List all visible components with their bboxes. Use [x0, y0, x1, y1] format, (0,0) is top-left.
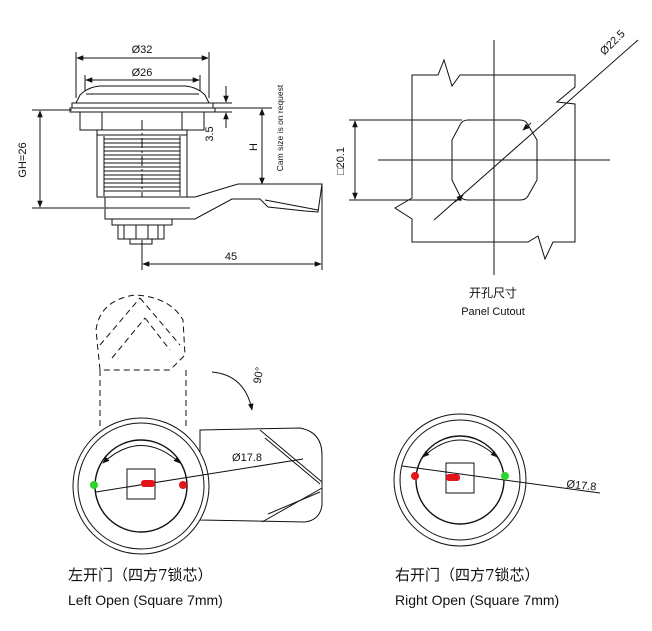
- dim-cutout-square: □20.1: [335, 147, 347, 175]
- left-open-view: [72, 294, 323, 555]
- panel-cutout-title-en: Panel Cutout: [461, 306, 525, 318]
- left-dim-circle: Ø17.8: [232, 452, 262, 464]
- dim-inner-diameter: Ø26: [132, 67, 153, 79]
- panel-cutout: [349, 39, 639, 275]
- rotation-angle: 90°: [252, 366, 267, 384]
- right-dim-circle: Ø17.8: [566, 478, 597, 493]
- right-open-caption-en: Right Open (Square 7mm): [395, 592, 559, 608]
- left-open-caption-en: Left Open (Square 7mm): [68, 592, 223, 608]
- left-open-green-dot: [90, 481, 98, 489]
- right-open-indicator: [446, 474, 460, 481]
- dim-h: H: [248, 143, 260, 151]
- left-open-caption-cn: 左开门（四方7锁芯）: [68, 566, 213, 584]
- left-open-red-dot: [179, 481, 187, 489]
- dim-thickness: 3.5: [204, 126, 216, 141]
- side-view: [32, 52, 323, 270]
- left-open-indicator: [141, 480, 155, 487]
- dim-cam-length: 45: [225, 251, 237, 263]
- right-open-caption-cn: 右开门（四方7锁芯）: [395, 566, 540, 584]
- right-open-green-dot: [501, 472, 509, 480]
- dim-grip-height: GH=26: [17, 142, 29, 177]
- right-open-red-dot: [411, 472, 419, 480]
- panel-cutout-title-cn: 开孔尺寸: [469, 286, 517, 300]
- cam-size-note: Cam size is on request: [275, 84, 285, 171]
- dim-outer-diameter: Ø32: [132, 44, 153, 56]
